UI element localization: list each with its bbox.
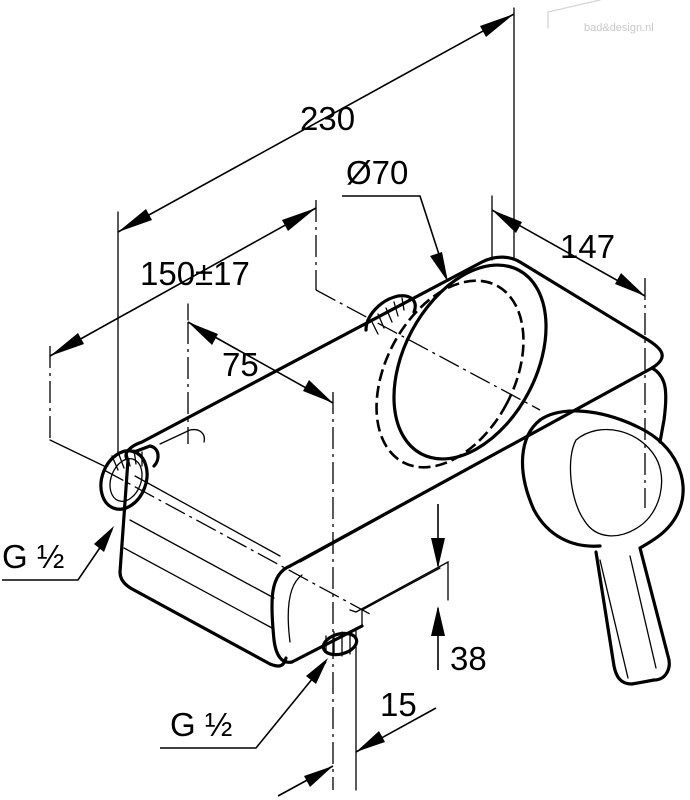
- lever-handle: [520, 409, 685, 686]
- watermark: bad&design.nl: [547, 0, 654, 34]
- dim-diameter-70: Ø70: [342, 154, 448, 282]
- dim-diameter-70-label: Ø70: [346, 154, 408, 191]
- dim-230-label: 230: [300, 100, 355, 137]
- extension-lines: [49, 7, 515, 791]
- control-knob: [375, 263, 548, 469]
- dim-75: 75: [187, 321, 334, 404]
- dim-75-label: 75: [222, 346, 259, 383]
- dim-38: 38: [431, 504, 487, 677]
- dim-thread-inlet: G ½: [2, 526, 114, 581]
- mixer-body: [118, 255, 668, 668]
- rear-inlet-connector: [364, 294, 417, 335]
- dim-15-label: 15: [380, 686, 417, 723]
- dim-147: 147: [491, 209, 646, 297]
- dim-150-label: 150±17: [140, 255, 250, 292]
- dim-thread-outlet: G ½: [160, 658, 328, 749]
- left-inlet-connector: [99, 428, 206, 511]
- thread-inlet-label: G ½: [2, 538, 64, 575]
- dim-38-label: 38: [450, 640, 487, 677]
- dim-230: 230: [117, 13, 515, 233]
- watermark-text: bad&design.nl: [584, 22, 654, 34]
- thread-outlet-label: G ½: [170, 706, 232, 743]
- centre-lines: [49, 200, 646, 790]
- dim-150: 150±17: [49, 207, 317, 357]
- dim-15: 15: [277, 686, 437, 797]
- dim-147-label: 147: [560, 228, 615, 265]
